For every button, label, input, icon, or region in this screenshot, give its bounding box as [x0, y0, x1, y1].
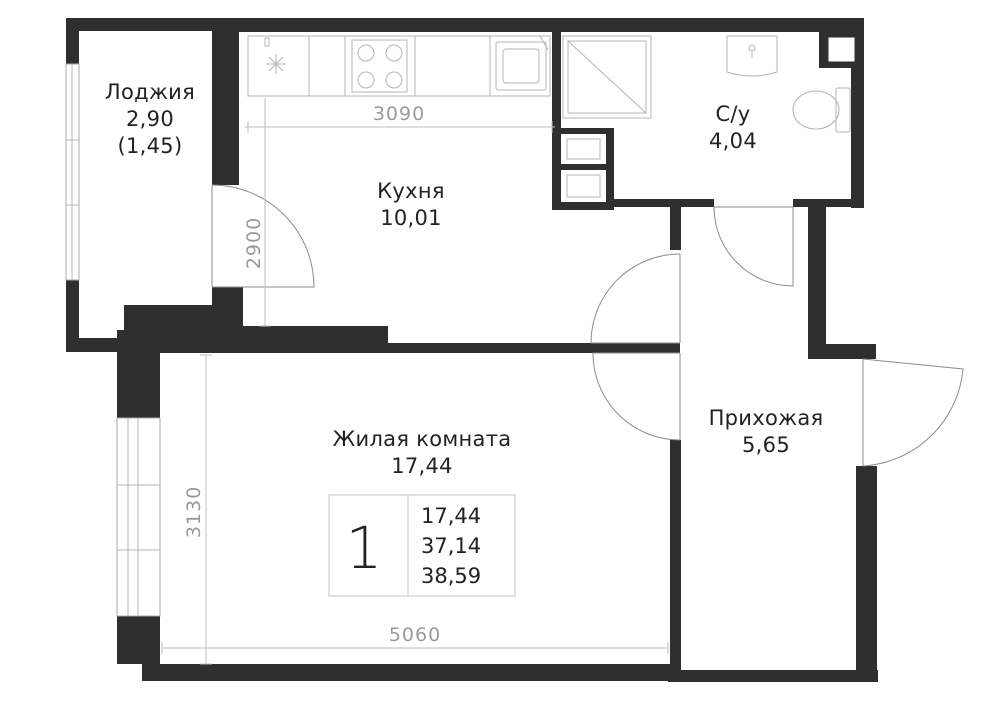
dim-room-depth: 3130 [183, 486, 205, 538]
living-room-area: 17,44 [391, 454, 453, 478]
total-area-with-loggia-value: 38,59 [421, 564, 481, 588]
bathroom-fixtures [562, 35, 851, 133]
utility-pipe-top [566, 138, 601, 160]
kitchen-fixtures [247, 35, 551, 97]
shower-tray-icon [562, 35, 652, 119]
dim-room-width: 5060 [389, 624, 441, 646]
loggia-name: Лоджия [105, 80, 195, 104]
dim-kitchen-width: 3090 [373, 103, 425, 125]
wall-kitchen-living-thick [124, 326, 388, 353]
dim-kitchen-depth: 2900 [243, 217, 265, 269]
bathroom-name: С/у [715, 102, 750, 126]
wall-hall-right-stub [808, 344, 876, 359]
wall-kitchen-top [212, 18, 864, 32]
kitchen-name: Кухня [377, 179, 445, 203]
door-kitchen [590, 253, 681, 344]
kitchen-counter [247, 35, 551, 97]
rooms-count: 1 [346, 514, 383, 582]
wall-kitchen-living-thin [380, 343, 680, 353]
dimension-lines [161, 98, 669, 665]
door-living [592, 352, 681, 441]
walls [66, 18, 878, 682]
door-loggia [211, 184, 315, 288]
wall-loggia-bottom [66, 338, 132, 352]
wall-hall-right [808, 199, 826, 359]
loggia-area-reduced: (1,45) [118, 134, 183, 158]
wall-loggia-left-bottom [66, 280, 79, 352]
wall-bath-left [552, 32, 561, 132]
wall-loggia-kitchen-upper [212, 18, 239, 185]
toilet-icon [792, 87, 851, 133]
wall-living-left-top [117, 330, 160, 418]
door-entrance [862, 358, 964, 467]
windows [65, 63, 161, 617]
wall-bath-bottom [556, 199, 714, 207]
wall-living-hall [670, 440, 681, 672]
hallway-name: Прихожая [709, 406, 824, 430]
loggia-area: 2,90 [126, 107, 174, 131]
washbasin-icon [726, 35, 778, 77]
kitchen-area: 10,01 [380, 206, 442, 230]
door-bathroom [713, 206, 794, 287]
summary-frame [328, 494, 516, 597]
total-area-value: 37,14 [421, 534, 481, 558]
wall-loggia-top [66, 18, 248, 31]
wall-bath-bottom-right [793, 199, 864, 207]
sink-icon [495, 35, 549, 91]
hallway-area: 5,65 [742, 433, 790, 457]
wall-bottom-right [668, 670, 878, 682]
utility-pipe-bottom [566, 174, 601, 198]
bathroom-area: 4,04 [709, 129, 757, 153]
dishwasher-mark [264, 37, 270, 47]
doors [211, 184, 964, 467]
wall-living-left-bottom [117, 616, 160, 664]
vent-shaft-inner [828, 37, 855, 62]
wall-loggia-left-top [66, 18, 79, 64]
wall-bottom-left [142, 664, 680, 681]
summary-box: 1 17,44 37,14 38,59 [328, 494, 516, 597]
living-area-value: 17,44 [421, 504, 481, 528]
fridge-icon [266, 54, 286, 74]
living-room-name: Жилая комната [333, 427, 512, 451]
wall-entrance-right [856, 466, 877, 682]
stove-icon [351, 39, 408, 93]
wall-kitchen-hall-stub [670, 200, 681, 250]
